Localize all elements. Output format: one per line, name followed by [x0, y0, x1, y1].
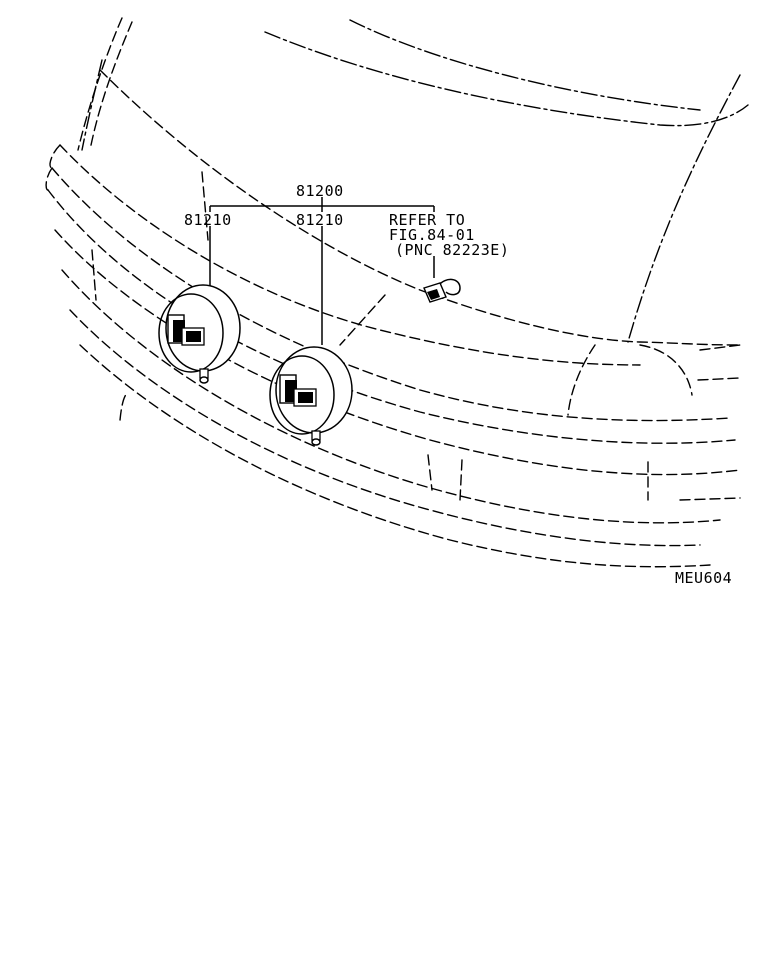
- drawing-code: MEU604: [675, 569, 732, 587]
- label-81210-left: 81210: [184, 211, 232, 229]
- label-81210-right: 81210: [296, 211, 344, 229]
- lamp-left-logo-icon: [167, 314, 205, 346]
- car-body-outline: [45, 17, 749, 568]
- wire-connector[interactable]: [423, 278, 461, 303]
- lamp-right-logo-icon: [279, 374, 317, 407]
- label-pnc-ref: (PNC 82223E): [395, 241, 509, 259]
- fog-lamp-left[interactable]: [158, 284, 241, 384]
- label-81200: 81200: [296, 182, 344, 200]
- label-refer-to: REFER TO: [389, 211, 465, 229]
- fog-lamp-right[interactable]: [269, 346, 353, 446]
- label-fig-ref: FIG.84-01: [389, 226, 475, 244]
- leader-lines: [209, 197, 435, 345]
